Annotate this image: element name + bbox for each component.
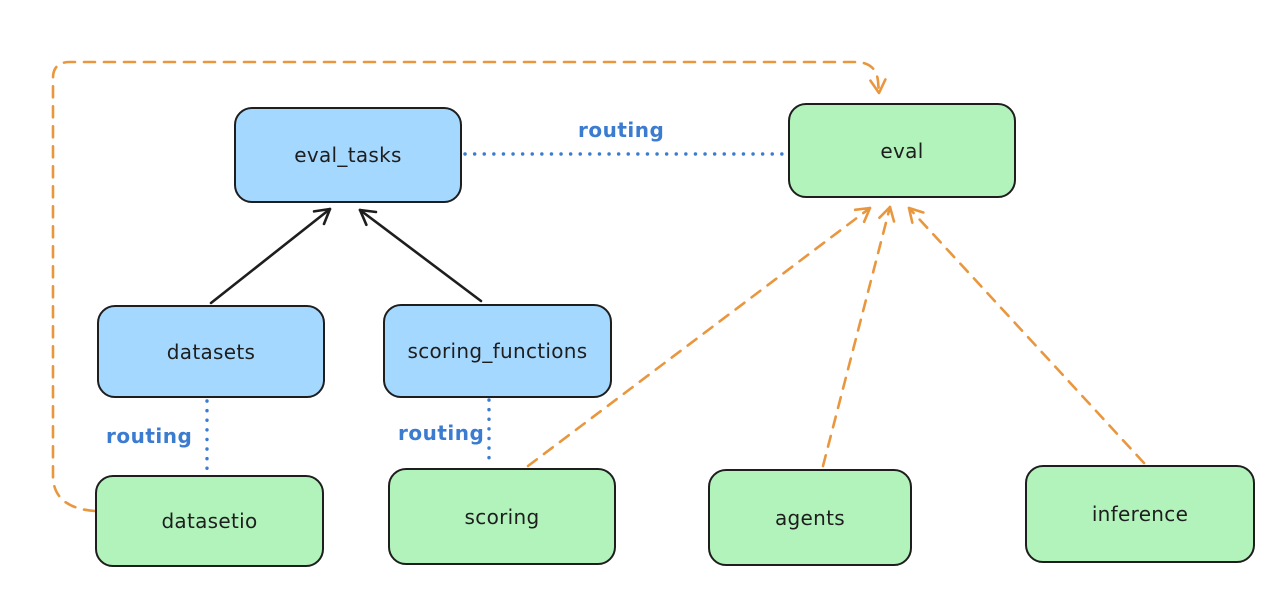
node-datasetio: datasetio [95,475,324,567]
node-datasetio-label: datasetio [161,509,258,533]
node-scoring-label: scoring [464,504,540,529]
node-scoring-functions-label: scoring_functions [407,339,588,363]
edge-label-datasets-to-datasetio: routing [106,424,193,448]
node-datasets-label: datasets [166,339,256,364]
node-inference-label: inference [1091,502,1189,526]
node-scoring: scoring [388,468,616,565]
edge-label-scoring-functions-to-scoring: routing [398,421,485,445]
edge-scoring-functions-to-eval-tasks [358,208,483,303]
edge-label-eval-tasks-to-eval: routing [578,118,665,142]
edge-inference-to-eval [907,206,1146,465]
node-eval-tasks: eval_tasks [234,107,462,203]
edge-agents-to-eval [821,205,896,468]
node-agents: agents [708,469,912,566]
edge-datasets-to-eval-tasks [209,207,332,305]
node-agents-label: agents [775,505,845,530]
node-inference: inference [1025,465,1255,563]
node-scoring-functions: scoring_functions [383,304,612,398]
node-eval-label: eval [880,138,924,163]
node-eval: eval [788,103,1016,198]
node-eval-tasks-label: eval_tasks [294,143,402,167]
node-datasets: datasets [97,305,325,398]
